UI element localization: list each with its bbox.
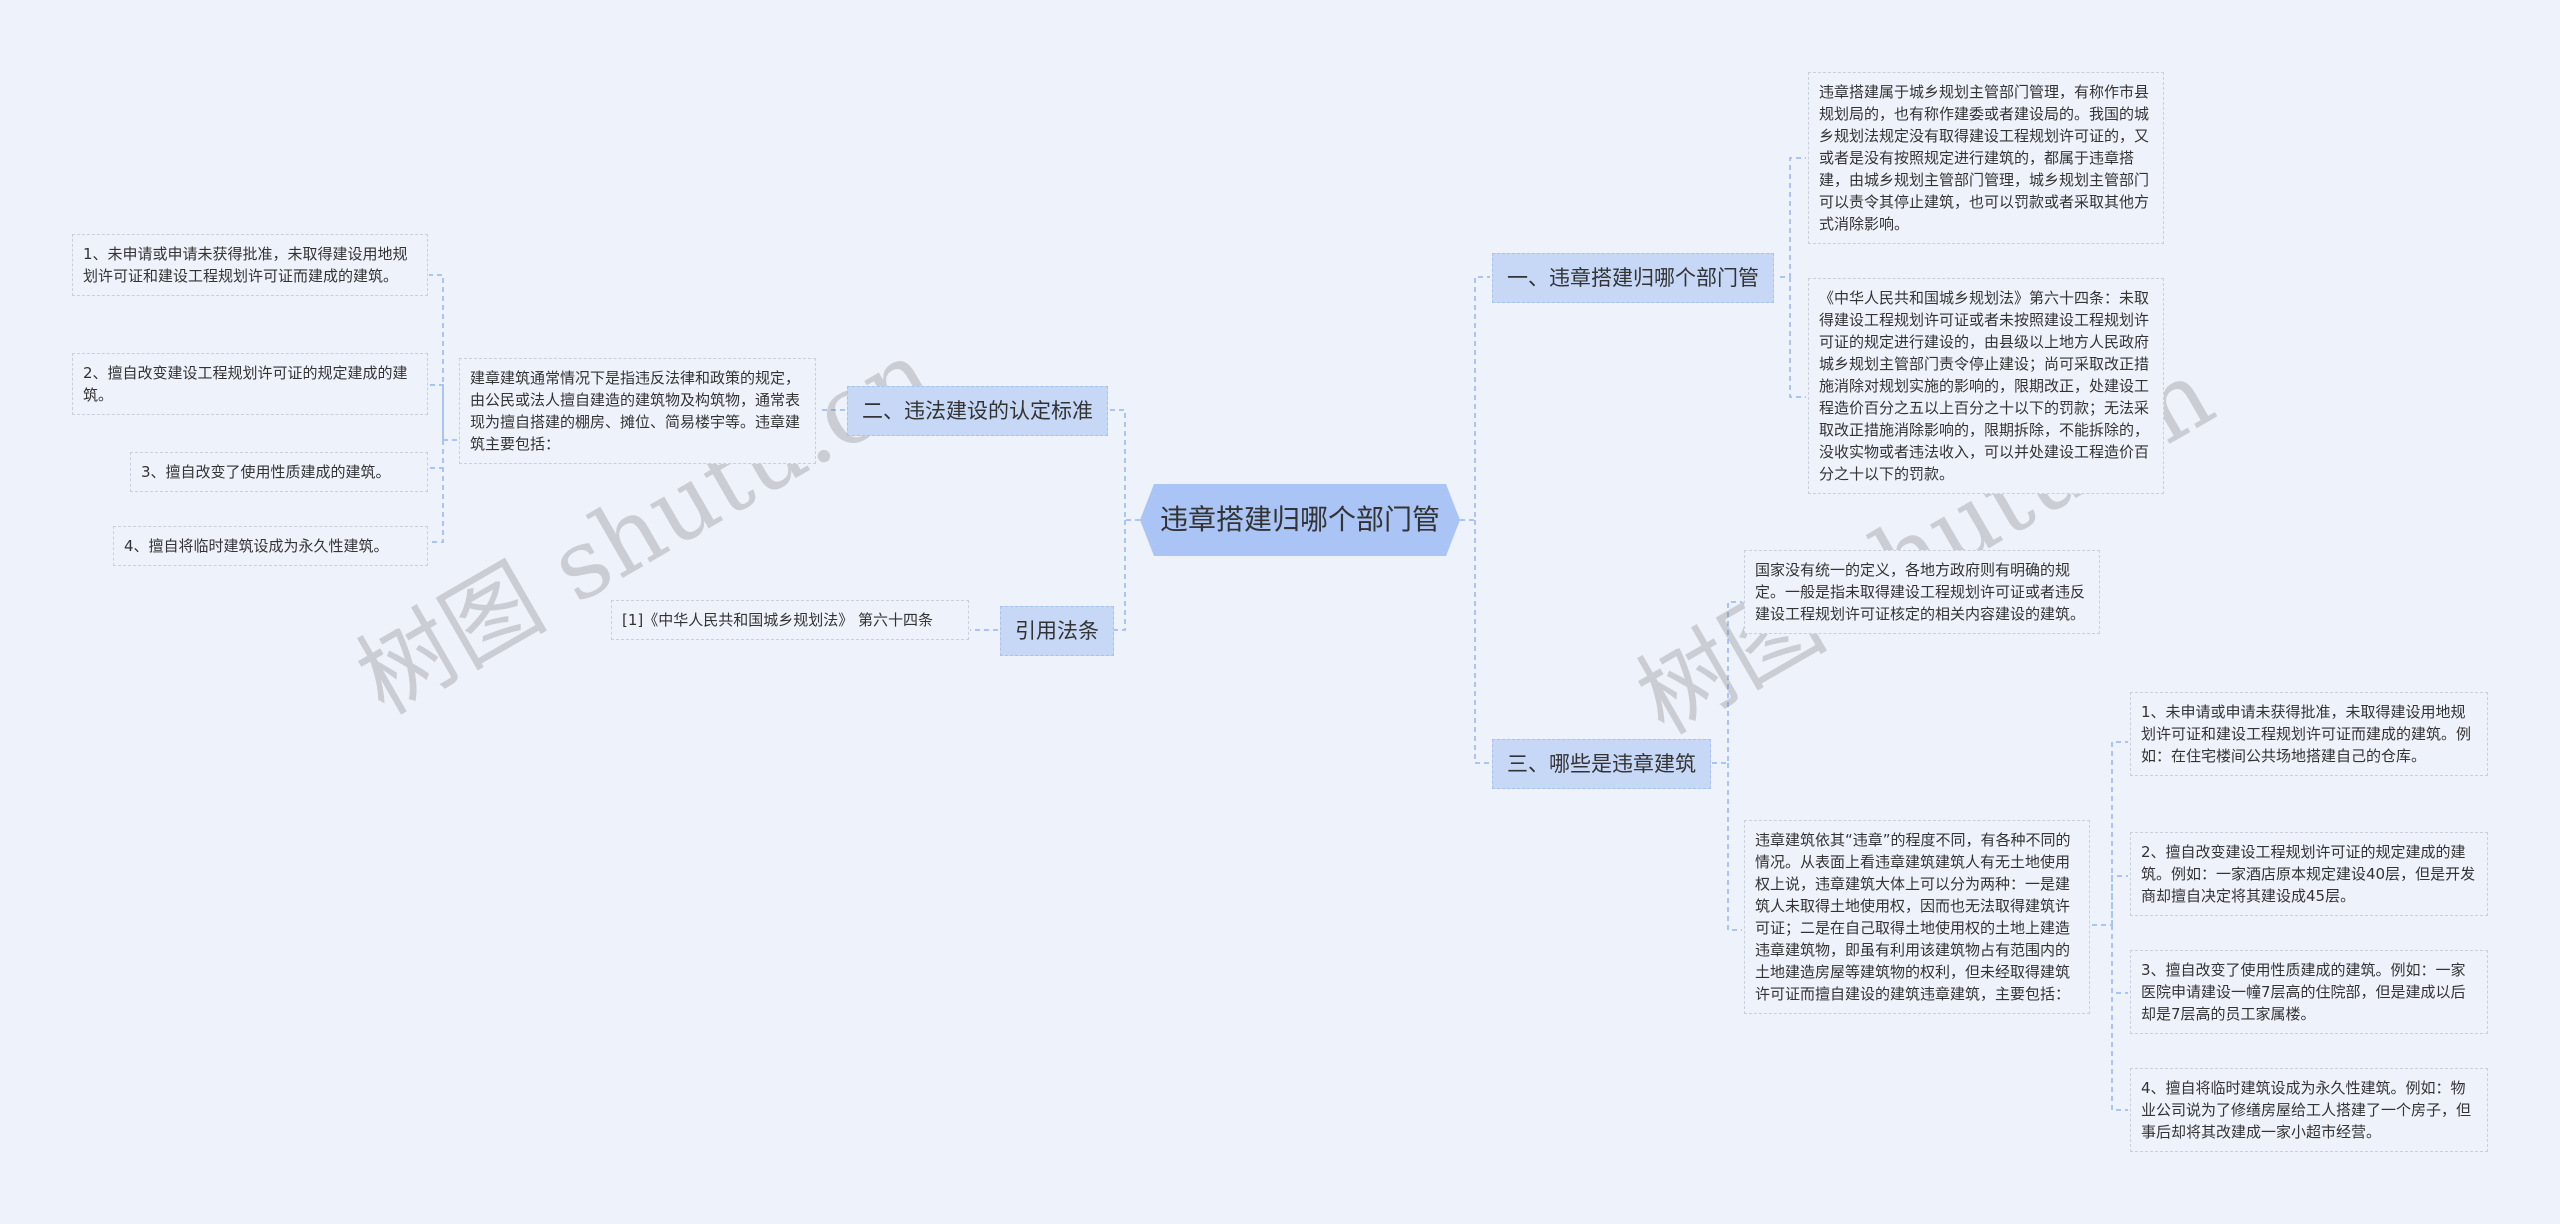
b1-leaf-2: 《中华人民共和国城乡规划法》第六十四条：未取得建设工程规划许可证或者未按照建设工… [1808,278,2164,494]
b2-item-1: 1、未申请或申请未获得批准，未取得建设用地规划许可证和建设工程规划许可证而建成的… [72,234,428,296]
b2-item-2: 2、擅自改变建设工程规划许可证的规定建成的建筑。 [72,353,428,415]
link-root-right [1460,276,1490,764]
b3-item-3: 3、擅自改变了使用性质建成的建筑。例如：一家医院申请建设一幢7层高的住院部，但是… [2130,950,2488,1034]
b3-item-1: 1、未申请或申请未获得批准，未取得建设用地规划许可证和建设工程规划许可证而建成的… [2130,692,2488,776]
link-root-left [1110,409,1140,631]
link-b3mid-items [2092,741,2128,1111]
b3-item-4: 4、擅自将临时建筑设成为永久性建筑。例如：物业公司说为了修缮房屋给工人搭建了一个… [2130,1068,2488,1152]
branch-node-3[interactable]: 三、哪些是违章建筑 [1492,739,1711,789]
b3-definition: 国家没有统一的定义，各地方政府则有明确的规定。一般是指未取得建设工程规划许可证或… [1744,550,2100,634]
root-node[interactable]: 违章搭建归哪个部门管 [1140,484,1460,556]
b2-item-4: 4、擅自将临时建筑设成为永久性建筑。 [113,526,428,566]
b3-explanation: 违章建筑依其“违章”的程度不同，有各种不同的情况。从表面上看违章建筑建筑人有无土… [1744,820,2090,1014]
b1-leaf-1: 违章搭建属于城乡规划主管部门管理，有称作市县规划局的，也有称作建委或者建设局的。… [1808,72,2164,244]
branch-node-2[interactable]: 二、违法建设的认定标准 [847,386,1108,436]
branch-node-1[interactable]: 一、违章搭建归哪个部门管 [1492,253,1774,303]
b2-definition: 建章建筑通常情况下是指违反法律和政策的规定，由公民或法人擅自建造的建筑物及构筑物… [459,358,816,464]
link-b2mid-items [429,274,457,543]
b4-citation: [1]《中华人民共和国城乡规划法》 第六十四条 [611,600,969,640]
link-b1-leaves [1780,157,1806,398]
link-b3-children [1712,601,1742,931]
b2-item-3: 3、擅自改变了使用性质建成的建筑。 [130,452,428,492]
branch-node-4[interactable]: 引用法条 [1000,606,1114,656]
b3-item-2: 2、擅自改变建设工程规划许可证的规定建成的建筑。例如：一家酒店原本规定建设40层… [2130,832,2488,916]
